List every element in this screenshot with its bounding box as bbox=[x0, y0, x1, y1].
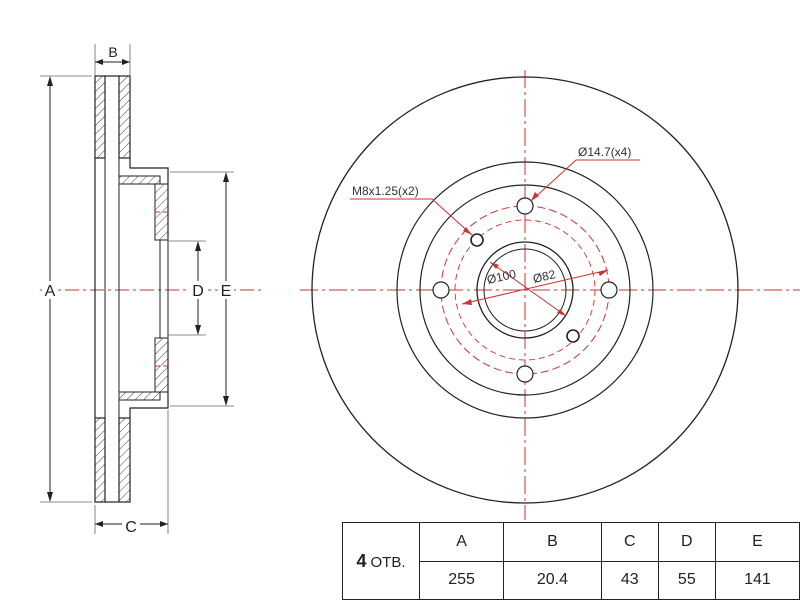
arrow-head bbox=[95, 521, 103, 527]
arrow-head bbox=[95, 59, 103, 65]
pcd-inner-dashed bbox=[454, 219, 596, 361]
arrow-head bbox=[531, 192, 539, 201]
arrow-head bbox=[598, 270, 608, 276]
leader-hole-dia bbox=[530, 159, 640, 202]
label-B: B bbox=[108, 44, 117, 60]
leader-bore bbox=[489, 261, 567, 317]
table-header-cell: D bbox=[657, 522, 716, 562]
side-view: A B C D E bbox=[40, 44, 262, 536]
arrow-head bbox=[195, 241, 201, 251]
table-value-cell: 55 bbox=[657, 560, 716, 600]
table-header-cell: E bbox=[714, 522, 800, 562]
arrow-head bbox=[463, 227, 472, 235]
leader-thread bbox=[350, 198, 473, 236]
plate-outer-bottom bbox=[94, 417, 106, 503]
arrow-head bbox=[122, 59, 130, 65]
stud-hole-bottom bbox=[516, 365, 534, 383]
holes-suffix: ОТВ. bbox=[370, 553, 406, 571]
plate-inner-top bbox=[118, 75, 131, 159]
friction-ring-inner-edge bbox=[396, 161, 654, 419]
arrow-head bbox=[195, 325, 201, 335]
arrow-head bbox=[462, 299, 472, 305]
table-header-cell: A bbox=[418, 522, 505, 562]
center-bore bbox=[476, 241, 574, 339]
table-header-cell: B bbox=[503, 522, 602, 562]
hat-wall-bottom bbox=[118, 391, 161, 401]
hat-wall-top bbox=[118, 175, 161, 185]
threaded-hole-1 bbox=[470, 233, 484, 247]
thread-annotation: M8x1.25(x2) bbox=[352, 184, 419, 198]
arrow-head bbox=[557, 309, 566, 316]
stud-hole-top bbox=[516, 197, 534, 215]
threaded-hole-2 bbox=[566, 329, 580, 343]
label-A: A bbox=[45, 283, 56, 300]
label-D: D bbox=[192, 283, 204, 300]
table-value-cell: 141 bbox=[714, 560, 800, 600]
table-value-cell: 20.4 bbox=[503, 560, 602, 600]
center-bore-annotation: Ø82 bbox=[532, 267, 558, 286]
hole-dia-annotation: Ø14.7(x4) bbox=[578, 145, 631, 159]
table-row-values: 255 20.4 43 55 141 bbox=[343, 560, 800, 600]
arrow-head bbox=[223, 172, 229, 182]
stud-hole-left bbox=[432, 281, 450, 299]
arrow-head bbox=[223, 396, 229, 406]
table-header-cell: C bbox=[600, 522, 659, 562]
table-value-cell: 43 bbox=[600, 560, 659, 600]
stud-hole-right bbox=[600, 281, 618, 299]
table-value-cell: 255 bbox=[418, 560, 505, 600]
front-view: M8x1.25(x2) Ø14.7(x4) Ø100 Ø82 bbox=[300, 70, 800, 520]
leader-pcd bbox=[461, 269, 609, 305]
center-bore-chamfer bbox=[483, 248, 567, 332]
pcd-annotation: Ø100 bbox=[486, 267, 518, 287]
plate-inner-bottom bbox=[118, 417, 131, 503]
disc-outer-edge bbox=[311, 76, 739, 504]
hat-edge bbox=[419, 184, 631, 396]
arrow-head bbox=[47, 492, 53, 502]
arrow-head bbox=[160, 521, 168, 527]
holes-number: 4 bbox=[356, 550, 367, 571]
label-C: C bbox=[125, 519, 137, 536]
arrow-head bbox=[490, 262, 499, 269]
hub-flange-bottom bbox=[154, 337, 169, 393]
label-E: E bbox=[221, 283, 232, 300]
arrow-head bbox=[47, 76, 53, 86]
plate-outer-top bbox=[94, 75, 106, 159]
